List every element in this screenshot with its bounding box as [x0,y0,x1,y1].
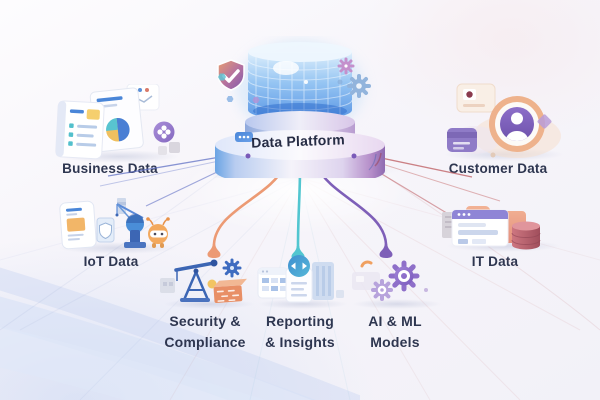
grid-window [257,267,289,299]
line-reporting-insights [291,167,305,260]
small-gear-icon [371,279,393,301]
pinwheel-badge-icon [153,121,175,143]
reporting-insights-label: Reporting & Insights [240,311,360,353]
security-compliance-line2: Compliance [164,334,246,350]
gray-cube [160,278,175,293]
customer-data-illustration [437,76,563,162]
aiml-shadow [352,299,442,309]
business-data-illustration [53,84,183,162]
chimney-band [117,202,126,205]
holographic-data-cylinder [248,42,352,120]
gears-icon [337,57,371,98]
top-right-glow [360,0,600,140]
it-data-illustration [442,196,560,250]
reporting-insights-line1: Reporting [266,313,334,329]
three-dots-badge [235,132,253,142]
ai-ml-models-label: AI & ML Models [335,311,455,353]
wallet-icon [447,128,477,152]
small-block [336,290,344,298]
hexagon-particles [218,73,260,103]
blue-gear-icon [222,258,242,278]
ai-ml-models-line2: Models [370,334,420,350]
code-badge-icon [288,255,310,277]
iot-data-illustration [55,196,177,252]
large-gear-icon [388,260,420,292]
wave-bands [0,267,360,400]
shield-container [96,217,115,243]
building-block [312,262,334,300]
gray-cube [169,142,180,153]
iot-data-label: IoT Data [83,254,139,269]
dot [424,288,428,292]
reporting-shadow [258,299,348,309]
pump-jack-icon [174,259,218,302]
platform-connector-line [245,153,357,159]
reporting-insights-illustration [256,250,346,306]
customer-avatar-icon [489,96,545,152]
line-security-compliance [207,164,286,258]
pie-chart-icon [104,116,132,143]
database-stack-icon [511,221,541,250]
robot-icon [146,217,170,248]
purple-diamond [537,114,552,129]
yellow-ball [207,279,217,289]
it-data-label: IT Data [471,254,519,269]
checklist-document [55,100,105,160]
customer-data-label: Customer Data [448,161,548,176]
brick-box-icon [213,278,247,303]
security-compliance-label: Security & Compliance [145,311,265,353]
security-compliance-line1: Security & [169,313,241,329]
ai-ml-models-line1: AI & ML [368,313,422,329]
back-card-cell [356,276,364,282]
smartphone-icon [59,200,97,250]
report-document [89,87,144,153]
security-shadow [163,299,255,309]
shield-check-icon [217,59,245,91]
browser-window-icon [451,209,509,247]
dot [490,152,496,158]
platform-drum [215,130,385,178]
orange-arc [360,260,373,268]
data-platform-illustration [213,36,387,178]
security-compliance-illustration [160,254,252,308]
photo-card [456,83,496,113]
gray-cube-small [158,146,167,155]
ai-ml-models-illustration [348,250,440,306]
line-ai-ml-models [315,164,393,258]
reporting-insights-line2: & Insights [265,334,335,350]
crane-icon [115,203,146,248]
